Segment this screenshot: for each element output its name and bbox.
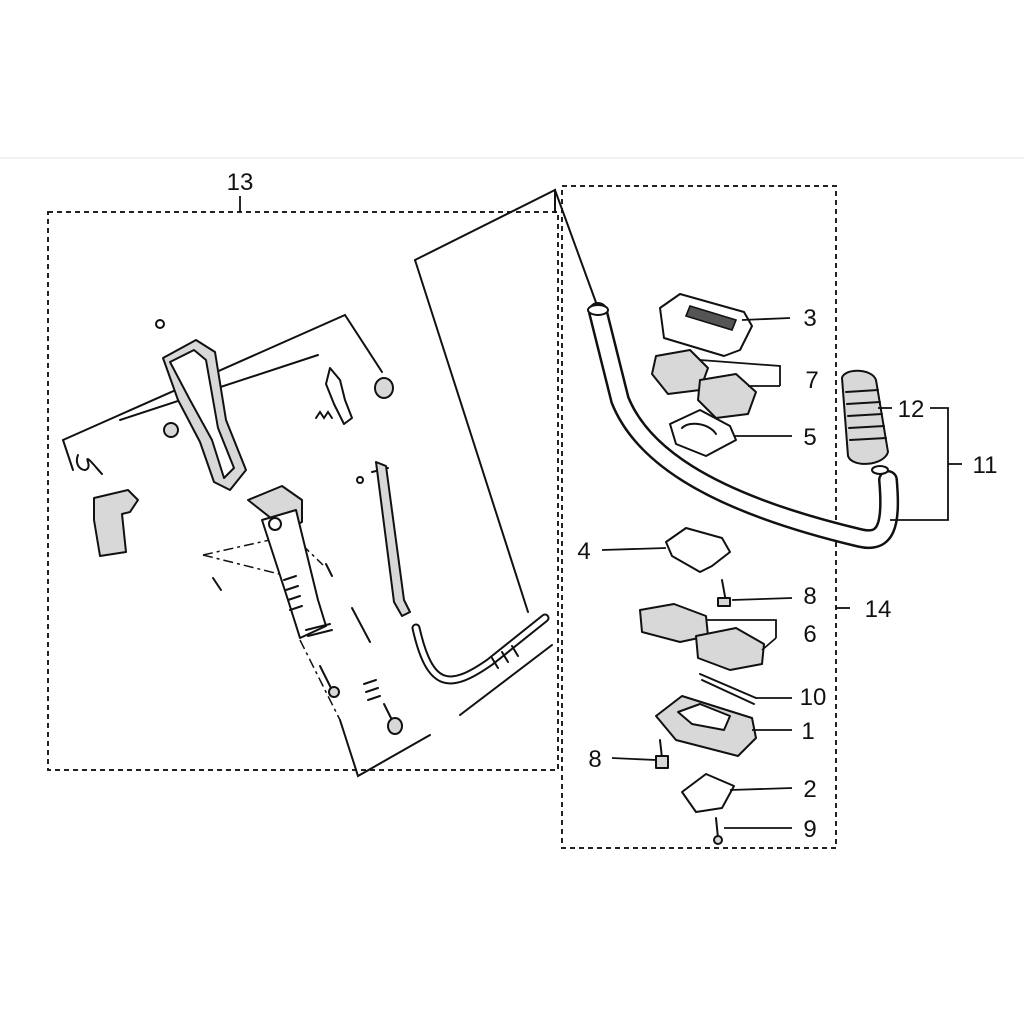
callout-8-upper: 8 [803, 583, 816, 610]
cable-rod [375, 461, 411, 617]
callout-11: 11 [973, 452, 998, 479]
handle-bar-tube-inner [590, 304, 897, 547]
callout-9: 9 [803, 816, 816, 843]
housing-spring [283, 575, 303, 611]
group-14-assembly [554, 185, 900, 849]
callout-4: 4 [577, 538, 590, 565]
washer [163, 422, 179, 438]
lever-housing-inner [169, 349, 235, 479]
part-6-damper-b [695, 627, 765, 671]
part-7-damper-b [697, 373, 757, 419]
part-3-upper-cover [659, 293, 753, 357]
callout-2: 2 [803, 776, 816, 803]
part-1-base-recess [677, 703, 731, 731]
part-2-bracket [681, 773, 735, 813]
throttle-lever [325, 367, 353, 425]
frame-line-top [414, 188, 556, 261]
torsion-spring [75, 454, 103, 475]
dash-dot-frame-2 [202, 554, 284, 576]
tube-guide-line [554, 189, 599, 309]
tube-end-right [871, 465, 889, 475]
part-5-clamp [669, 409, 737, 457]
part-8-bolt-lower-head [655, 755, 669, 769]
part-9-screw-head [713, 835, 723, 845]
callout-7: 7 [805, 367, 818, 394]
part-8-bolt-upper-head [717, 597, 731, 607]
housing-clip [305, 623, 333, 637]
callout-10: 10 [800, 684, 827, 711]
housing-boss [268, 517, 282, 531]
group-13-assembly [47, 188, 559, 778]
grip-ribs [845, 389, 887, 441]
callout-14: 14 [865, 596, 892, 623]
bracket-11-12 [878, 407, 962, 521]
knob-cap [374, 377, 394, 399]
frame-line-slant [414, 259, 529, 613]
callout-6: 6 [803, 621, 816, 648]
group-13-dashed-box [47, 211, 559, 771]
rubber-grip [841, 369, 889, 465]
callout-8-lower: 8 [588, 746, 601, 773]
part-5-clamp-arc [681, 422, 717, 435]
callout-5: 5 [803, 424, 816, 451]
callout-13: 13 [227, 169, 254, 196]
lever-spring [315, 410, 333, 420]
frame-line-bottom [339, 719, 431, 778]
cable-end-pin [356, 476, 364, 484]
dash-dot-frame-3 [299, 639, 341, 721]
part-10-strip-b [701, 679, 755, 705]
callout-labels: 13 3 7 5 12 11 4 8 14 6 10 1 8 2 9 [227, 169, 998, 843]
callout-1: 1 [801, 718, 814, 745]
part-4-lower-clamp [665, 527, 731, 573]
callout-3: 3 [803, 305, 816, 332]
frame-tick [62, 439, 74, 471]
trigger-lever [93, 489, 139, 557]
frame-line-low [459, 644, 553, 716]
part-9-screw [715, 817, 719, 839]
leader-lines-14 [601, 317, 793, 829]
tube-end [587, 304, 609, 316]
throttle-cable [411, 613, 550, 685]
part-3-label [684, 305, 738, 331]
screws-group-13 [212, 563, 403, 735]
frame-line-upper [62, 313, 383, 441]
part-10-strip [699, 673, 757, 699]
callout-12: 12 [898, 396, 925, 423]
group-14-dashed-box [561, 185, 837, 849]
small-nut [155, 319, 165, 329]
